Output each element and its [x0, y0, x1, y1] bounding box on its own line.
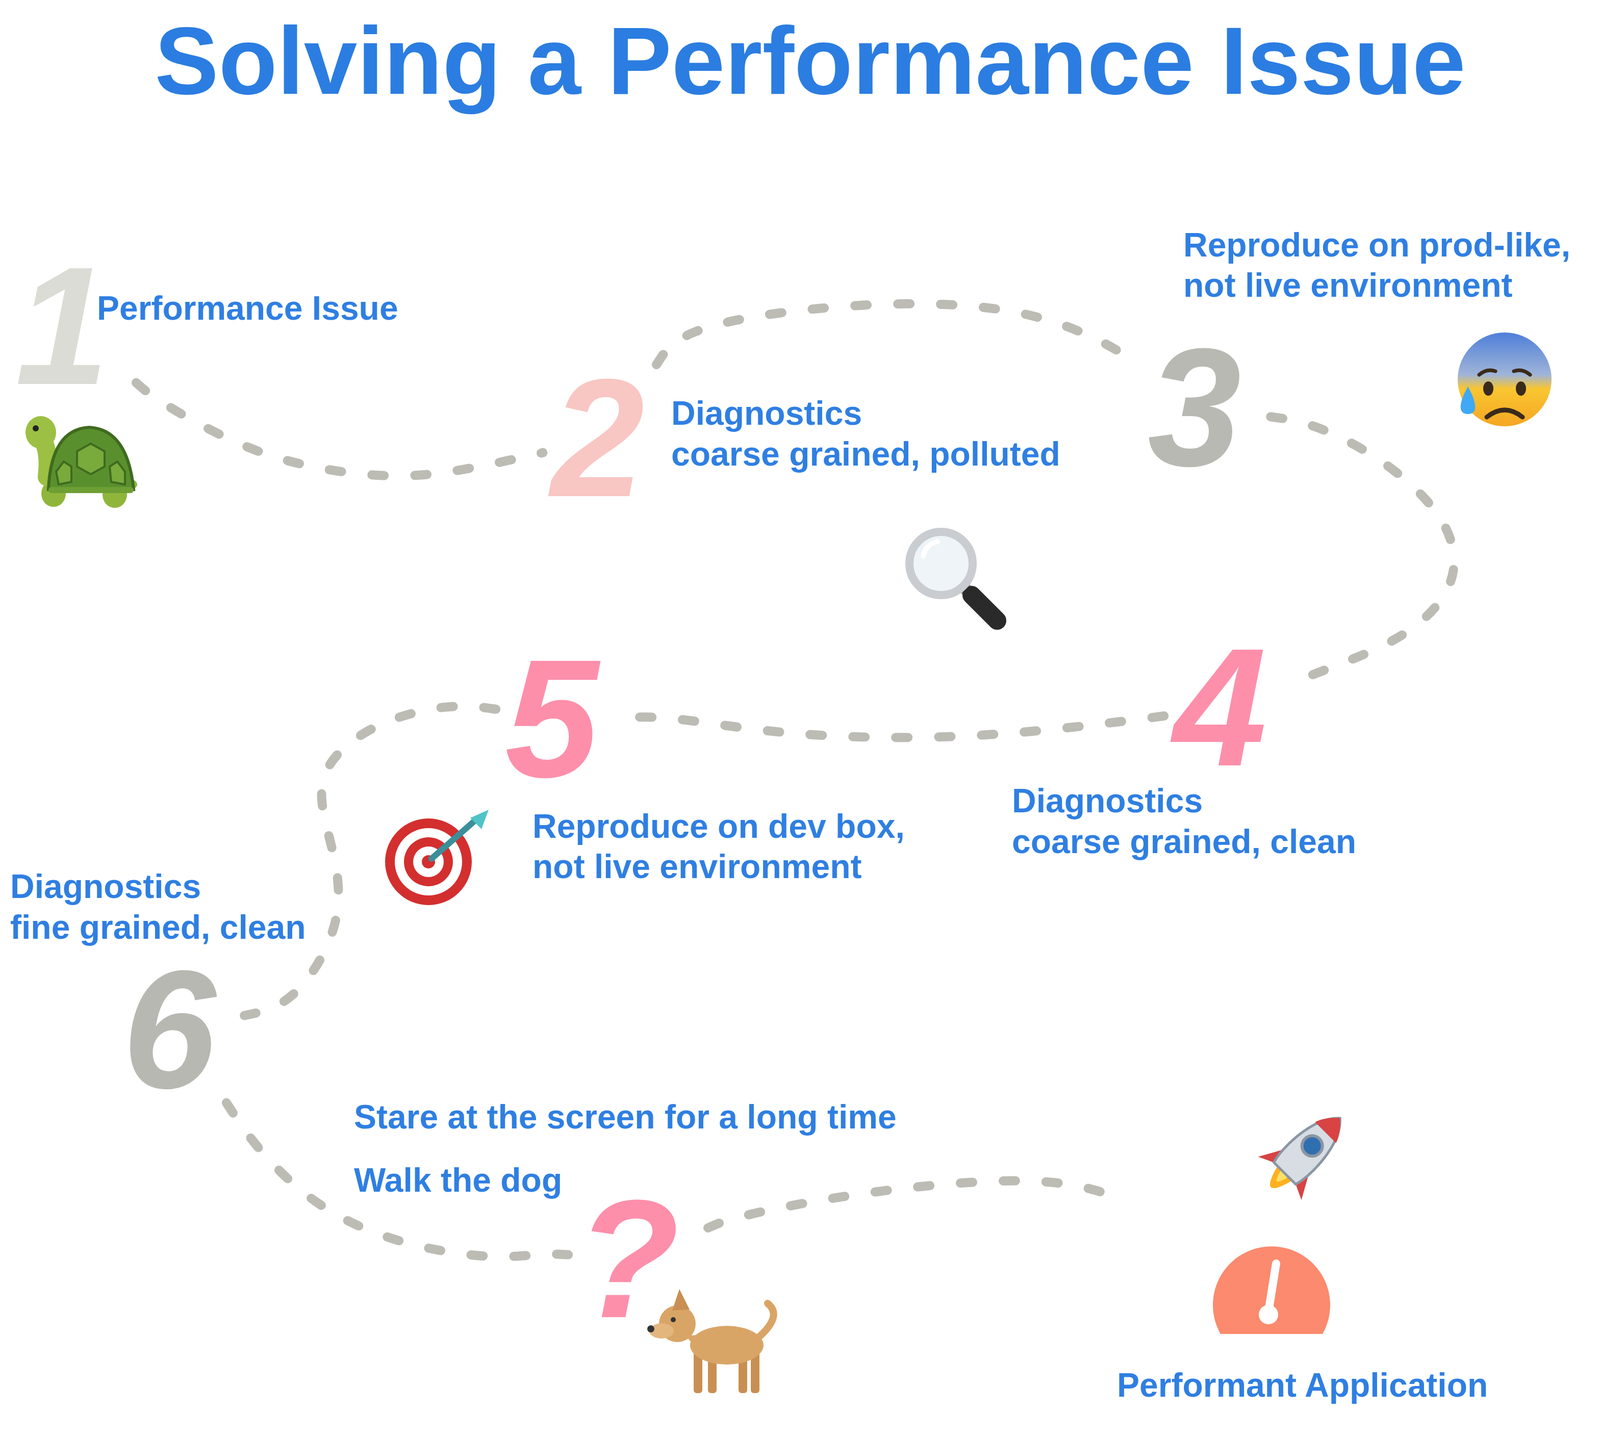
title: Solving a Performance Issue [10, 12, 1600, 109]
speed-gauge-icon [1212, 1246, 1331, 1335]
step-number: 2 [550, 372, 666, 504]
step-number: ? [576, 1193, 700, 1325]
dashed-path [627, 716, 1165, 738]
magnifier-icon [909, 531, 998, 621]
anxious-face-icon [1479, 370, 1496, 375]
step-label: coarse grained, clean [1011, 821, 1357, 862]
anxious-face-icon [1483, 381, 1494, 396]
dashed-path [656, 303, 1141, 366]
step-node: 1Performance Issue [15, 260, 130, 392]
step-label: Diagnostics [1011, 780, 1203, 822]
dashed-path [1270, 416, 1455, 682]
step-node: 4Diagnosticscoarse grained, clean [1173, 641, 1288, 773]
speed-gauge-icon [1268, 1263, 1277, 1312]
step-label: Diagnostics [10, 866, 201, 907]
step-label: Performant Application [1116, 1365, 1488, 1406]
turtle-icon [109, 461, 125, 485]
dashed-path [707, 1181, 1110, 1229]
step-label: Reproduce on dev box, not live environme… [532, 806, 936, 887]
step-label: Performance Issue [96, 288, 399, 329]
step-node: 5Reproduce on dev box, not live environm… [504, 652, 620, 784]
dog-icon [758, 1303, 774, 1338]
turtle-icon [48, 427, 134, 490]
rocket-icon [1272, 1105, 1353, 1187]
step-label: fine grained, clean [10, 907, 307, 948]
step-node: Performant Application [1116, 1111, 1526, 1413]
anxious-face-icon [1513, 370, 1531, 375]
turtle-icon [56, 461, 72, 485]
step-number: 4 [1173, 641, 1288, 773]
dashed-path [136, 382, 543, 476]
magnifier-icon [923, 541, 938, 556]
turtle-icon [48, 487, 134, 494]
anxious-face-icon [1457, 332, 1552, 427]
speed-gauge-icon [1258, 1305, 1279, 1325]
turtle-icon [32, 425, 39, 432]
dashed-path [244, 706, 496, 1017]
anxious-face-icon [1457, 332, 1552, 427]
turtle-icon [25, 416, 138, 509]
step-number: 5 [504, 652, 620, 784]
anxious-face-icon [1460, 386, 1476, 415]
rocket-icon [1249, 1096, 1362, 1209]
step-label: Stare at the screen for a long time [353, 1097, 897, 1138]
magnifier-icon [909, 531, 973, 596]
step-label: Reproduce on prod-like, not live environ… [1183, 224, 1592, 306]
target-icon [470, 809, 489, 830]
magnifier-icon [971, 595, 998, 621]
anxious-face-icon [1515, 381, 1527, 396]
rocket-icon [1297, 1131, 1327, 1161]
step-node: 2Diagnosticscoarse grained, polluted [550, 372, 666, 504]
anxious-face-icon [1486, 410, 1523, 418]
step-label: Diagnostics [671, 393, 862, 434]
turtle-icon [77, 443, 105, 475]
turtle-icon [25, 416, 57, 449]
step-number: 3 [1147, 341, 1262, 473]
step-number: 6 [122, 963, 237, 1096]
target-icon [385, 809, 489, 906]
step-label: Walk the dog [353, 1160, 563, 1201]
target-icon [431, 822, 474, 859]
step-node: 6Diagnosticsfine grained, clean [122, 963, 237, 1096]
step-node: 3Reproduce on prod-like, not live enviro… [1147, 341, 1262, 473]
step-node: ?Stare at the screen for a long timeWalk… [576, 1193, 700, 1325]
speed-gauge-icon [1212, 1246, 1331, 1335]
step-label: coarse grained, polluted [671, 434, 1061, 475]
dog-icon [647, 1325, 655, 1333]
